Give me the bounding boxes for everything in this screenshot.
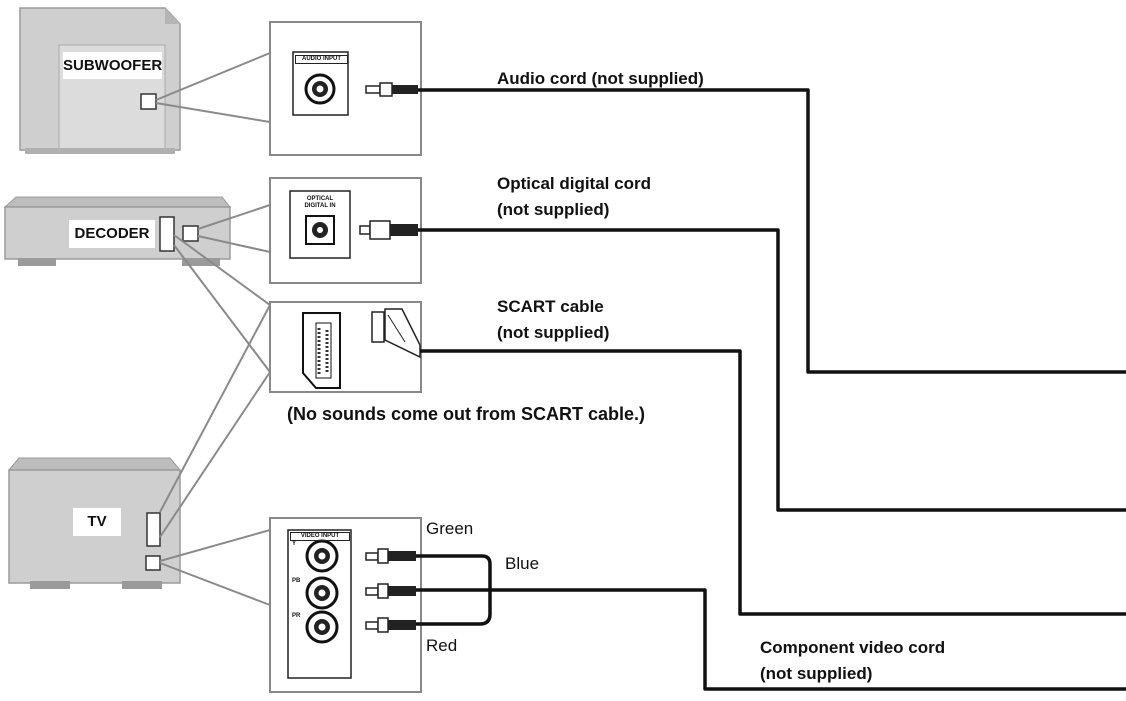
audio-cord-line [418,88,1126,374]
cables [416,88,1126,691]
decoder-label: DECODER [69,220,155,248]
video-input-panel [269,517,422,693]
optical-label-line2: DIGITAL IN [304,203,336,209]
scart-cable-label-line2: (not supplied) [497,323,610,342]
tv-scart-port-indicator [146,512,161,547]
component-cord-label-line2: (not supplied) [760,664,873,683]
jack-y-label: Y [292,541,297,547]
component-cord-label-line1: Component video cord [760,638,946,657]
scart-cable-line [420,349,1126,616]
optical-label-line1: OPTICAL [306,196,334,202]
component-cord-line [416,588,1126,691]
subwoofer-port-indicator [140,93,157,110]
optical-cord-label-line2: (not supplied) [497,200,610,219]
callout-lines [155,52,271,606]
jack-pb-label: PB [292,578,301,584]
scart-plug [371,308,421,359]
component-rca-plugs [365,548,416,633]
optical-cord-label-line1: Optical digital cord [497,174,651,193]
subwoofer-device [19,7,181,154]
scart-note: (No sounds come out from SCART cable.) [287,404,646,424]
audio-cord-label: Audio cord (not supplied) [497,69,704,88]
blue-label: Blue [505,554,540,573]
audio-rca-plug [365,82,418,97]
jack-pr-label: PR [292,613,301,619]
tv-label: TV [73,508,121,536]
red-label: Red [426,636,458,655]
video-input-label: VIDEO INPUT [290,532,350,541]
decoder-optical-port-indicator [182,225,199,242]
audio-input-label: AUDIO INPUT [295,55,348,64]
optical-plug [359,220,418,240]
green-label: Green [426,519,474,538]
scart-cable-label-line1: SCART cable [497,297,604,316]
tv-video-port-indicator [145,555,161,571]
subwoofer-label: SUBWOOFER [63,52,162,79]
decoder-scart-port-indicator [159,216,175,252]
optical-cord-line [418,228,1126,512]
